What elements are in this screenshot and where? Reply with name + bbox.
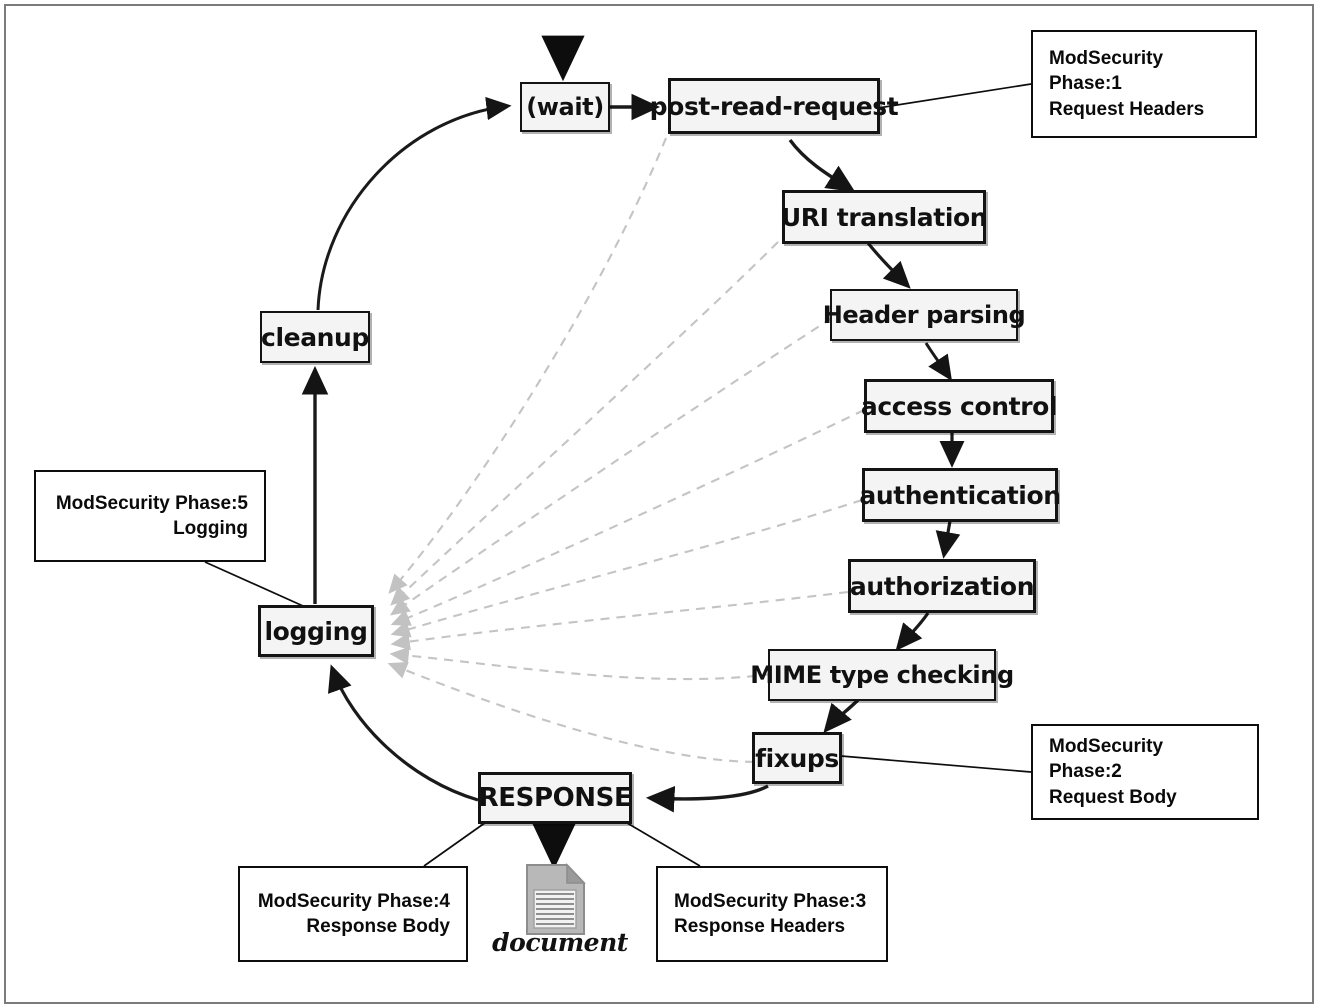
annotation-phase-2: ModSecurity Phase:2 Request Body [1031,724,1259,820]
annotation-phase-2-line2: Request Body [1049,786,1177,808]
node-header-parsing[interactable]: Header parsing [823,289,1026,341]
node-authentication[interactable]: authentication [859,468,1061,522]
annotation-phase-2-line1: ModSecurity Phase:2 [1049,736,1164,783]
node-cleanup-label: cleanup [261,322,369,352]
node-logging[interactable]: logging [258,605,374,657]
node-wait-label: (wait) [526,93,604,121]
header-parsing-to-access-control [924,342,952,381]
dashed-logging-edges [387,137,865,764]
annotation-phase-3: ModSecurity Phase:3 Response Headers [656,866,888,962]
annotation-phase-1: ModSecurity Phase:1 Request Headers [1031,30,1257,138]
leader-phase-1 [877,83,1032,109]
uri-translation-to-header-parsing [866,242,911,289]
node-wait[interactable]: (wait) [520,82,610,132]
node-authentication-label: authentication [859,480,1061,510]
annotation-phase-5-line1: ModSecurity Phase:5 [55,492,248,514]
authorization-to-mime-type-checking [895,612,930,651]
node-fixups-label: fixups [755,743,839,773]
node-post-read-request-label: post-read-request [649,91,899,121]
document-page-icon [526,862,586,935]
mime-type-checking-to-fixups [823,698,860,734]
node-post-read-request[interactable]: post-read-request [650,78,899,134]
annotation-phase-4: ModSecurity Phase:4 Response Body [238,866,468,962]
node-cleanup[interactable]: cleanup [260,311,370,363]
leader-phase-3 [621,819,701,867]
node-response-label: RESPONSE [478,783,632,813]
node-fixups[interactable]: fixups [752,732,842,784]
node-logging-label: logging [264,616,368,646]
node-access-control-label: access control [860,391,1058,421]
leader-phase-2 [840,755,1032,773]
response-to-logging [328,664,479,802]
document-caption: document [492,928,628,957]
node-response[interactable]: RESPONSE [478,772,632,824]
annotation-phase-4-line2: Response Body [306,916,450,937]
authentication-to-authorization [935,520,961,559]
solid-flow-edges [301,35,965,870]
annotation-phase-3-line1: ModSecurity Phase:3 [674,890,867,912]
node-mime-type-checking[interactable]: MIME type checking [750,649,1014,701]
cleanup-to-wait [316,96,512,311]
leader-phase-5 [204,561,313,611]
annotation-phase-3-line2: Response Headers [674,916,846,937]
annotation-phase-1-line1: ModSecurity Phase:1 [1049,48,1164,95]
annotation-phase-4-line1: ModSecurity Phase:4 [257,890,450,912]
node-access-control[interactable]: access control [860,379,1058,433]
annotation-phase-1-line2: Request Headers [1049,98,1205,120]
node-uri-translation-label: URI translation [780,202,988,232]
annotation-phase-5-line2: Logging [173,518,248,539]
node-mime-type-checking-label: MIME type checking [750,661,1014,689]
annotation-leader-lines [204,83,1032,867]
fixups-to-response [645,784,769,813]
node-authorization[interactable]: authorization [848,559,1036,613]
post-read-request-to-uri-translation [788,138,856,193]
node-authorization-label: authorization [849,571,1035,601]
node-header-parsing-label: Header parsing [822,301,1026,329]
leader-phase-4 [423,819,490,867]
annotation-phase-5: ModSecurity Phase:5 Logging [34,470,266,562]
node-uri-translation[interactable]: URI translation [780,190,988,244]
